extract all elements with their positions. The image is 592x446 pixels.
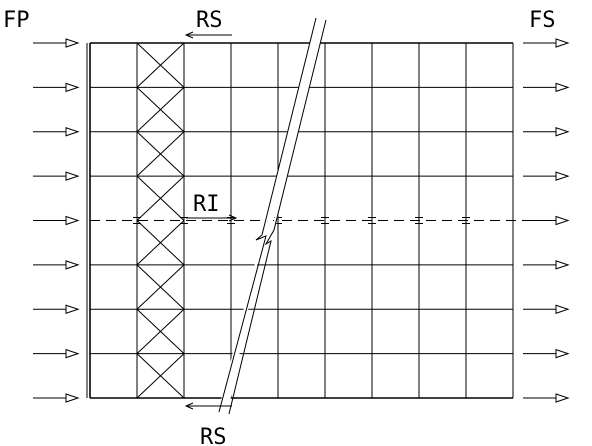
rs-top-arrow-head	[184, 31, 194, 39]
fp-arrow-head	[65, 260, 80, 270]
brace-diagonal	[136, 353, 185, 399]
fp-arrow-head	[65, 304, 80, 314]
fp-arrow-head	[65, 38, 80, 48]
fp-label: FP	[3, 8, 30, 33]
fs-arrow-head	[555, 393, 570, 403]
brace-diagonal	[136, 131, 185, 177]
fp-arrow-head	[65, 215, 80, 226]
ri-label: RI	[193, 192, 220, 217]
rs-arrows	[184, 31, 232, 410]
break-mask	[273, 18, 326, 225]
break-line	[218, 17, 327, 415]
brace-diagonal	[136, 42, 185, 88]
fs-arrow-head	[555, 215, 570, 226]
fs-arrow-head	[555, 82, 570, 93]
fs-arrow-head	[555, 348, 570, 359]
brace-diagonal	[136, 308, 185, 354]
fp-arrow-head	[65, 348, 80, 359]
braced-column	[136, 42, 185, 399]
fs-arrow-head	[555, 304, 570, 314]
fp-arrow-head	[65, 82, 80, 93]
brace-diagonal	[136, 220, 185, 266]
fs-arrow-head	[555, 171, 570, 181]
break-edge-right	[228, 19, 327, 415]
fp-arrow-head	[65, 171, 80, 181]
brace-diagonal	[136, 87, 185, 133]
rs-bottom-label: RS	[200, 425, 227, 446]
rs-bottom-arrow-head	[184, 402, 194, 410]
fs-label: FS	[529, 8, 556, 33]
fp-arrow-head	[65, 127, 80, 137]
fs-arrow-head	[555, 260, 570, 270]
fs-arrow-head	[555, 127, 570, 137]
brace-diagonal	[136, 175, 185, 221]
fp-arrow-head	[65, 393, 80, 403]
left-load-arrows	[33, 38, 80, 403]
break-edge-left	[218, 17, 317, 413]
section-line	[90, 214, 543, 224]
rs-top-label: RS	[196, 8, 223, 33]
fs-arrow-head	[555, 38, 570, 48]
brace-diagonal	[136, 264, 185, 310]
ri-arrow-head	[228, 214, 238, 222]
right-load-arrows	[523, 38, 570, 403]
